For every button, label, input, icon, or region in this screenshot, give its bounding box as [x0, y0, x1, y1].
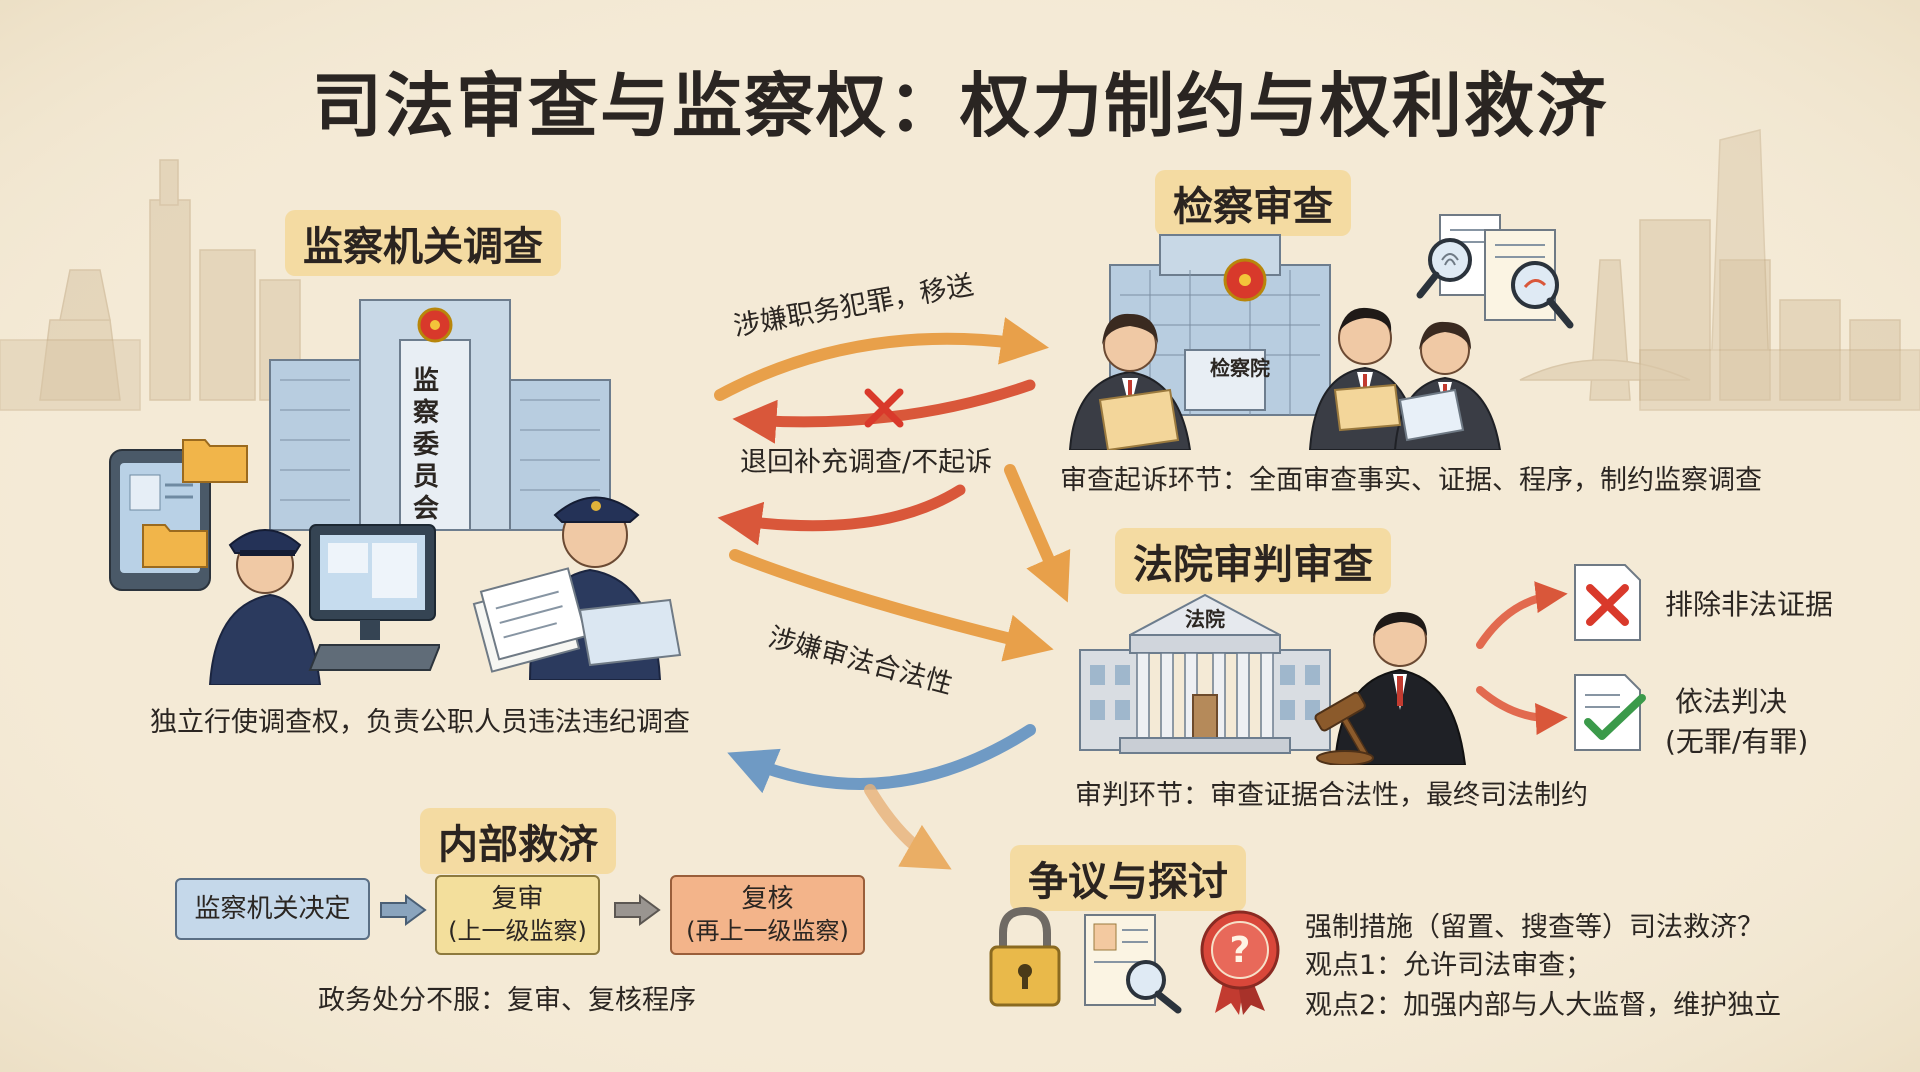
arrow-right-icon — [614, 894, 661, 926]
arrow-court-back-to-supervision — [727, 724, 1036, 794]
outcome-verdict-line1: 依法判决 — [1675, 685, 1788, 718]
arrow-to-debate — [864, 784, 952, 870]
procuratorate-building-sign: 检察院 — [1210, 356, 1270, 380]
prosecutors-discussing-illustration — [1308, 307, 1502, 450]
prosecutor-reading-illustration — [1068, 313, 1192, 450]
court-building — [1079, 593, 1331, 754]
step-supervision-decision: 监察机关决定 — [175, 878, 370, 940]
question-mark: ? — [1230, 930, 1251, 971]
arrow-procuratorate-to-court — [1004, 464, 1071, 603]
rejected-document-icon — [1574, 564, 1641, 641]
arrow-right-icon — [380, 894, 427, 926]
padlock-icon — [989, 906, 1061, 1007]
heading-internal-remedy: 内部救济 — [420, 808, 616, 874]
procuratorate-caption: 审查起诉环节：全面审查事实、证据、程序，制约监察调查 — [1060, 465, 1762, 496]
arrow-court-to-exclude — [1476, 581, 1568, 649]
arrow-transfer-to-procuratorate — [714, 317, 1049, 401]
heading-procuratorial-review: 检察审查 — [1155, 170, 1351, 236]
page-title: 司法审查与监察权：权力制约与权利救济 — [312, 65, 1608, 147]
judge-with-gavel-illustration — [1314, 612, 1467, 765]
folder-icon — [142, 524, 208, 568]
arrow-return-lower — [717, 484, 966, 546]
court-building-sign: 法院 — [1185, 607, 1225, 631]
step-review: 复审 (上一级监察) — [435, 875, 600, 955]
outcome-exclude-illegal-evidence: 排除非法证据 — [1665, 588, 1834, 621]
heading-supervision-investigation: 监察机关调查 — [285, 210, 561, 276]
officer-with-documents-illustration — [472, 496, 682, 680]
debate-view-1: 观点1：允许司法审查； — [1305, 950, 1593, 981]
flow-label-return: 退回补充调查/不起诉 — [740, 447, 993, 478]
outcome-verdict-line2: (无罪/有罪) — [1665, 725, 1809, 758]
reject-x-icon — [864, 388, 904, 428]
debate-question: 强制措施（留置、搜查等）司法救济？ — [1305, 912, 1764, 943]
officer-at-computer-illustration — [208, 524, 440, 685]
supervision-building — [269, 299, 611, 531]
debate-view-2: 观点2：加强内部与人大监督，维护独立 — [1305, 990, 1782, 1021]
arrow-court-to-verdict — [1476, 686, 1568, 735]
step-review-title: 复审 — [491, 884, 544, 914]
step-recheck-subtitle: (再上一级监察) — [686, 917, 849, 945]
question-seal-icon: ? — [1200, 910, 1280, 1015]
heading-court-trial-review: 法院审判审查 — [1115, 528, 1391, 594]
folder-icon — [182, 439, 248, 483]
step-recheck: 复核 (再上一级监察) — [670, 875, 865, 955]
supervision-caption: 独立行使调查权，负责公职人员违法违纪调查 — [150, 707, 690, 738]
arrow-supervision-to-court — [729, 549, 1054, 662]
document-magnifier-icon — [1484, 229, 1574, 329]
internal-remedy-caption: 政务处分不服：复审、复核程序 — [318, 985, 696, 1016]
court-caption: 审判环节：审查证据合法性，最终司法制约 — [1075, 780, 1588, 811]
supervision-building-sign: 监察委员会 — [413, 366, 440, 524]
approved-document-icon — [1574, 674, 1646, 751]
id-document-magnifier-icon — [1084, 914, 1182, 1014]
heading-controversy-discussion: 争议与探讨 — [1010, 845, 1246, 911]
step-recheck-title: 复核 — [741, 884, 794, 914]
step-review-subtitle: (上一级监察) — [448, 917, 587, 945]
